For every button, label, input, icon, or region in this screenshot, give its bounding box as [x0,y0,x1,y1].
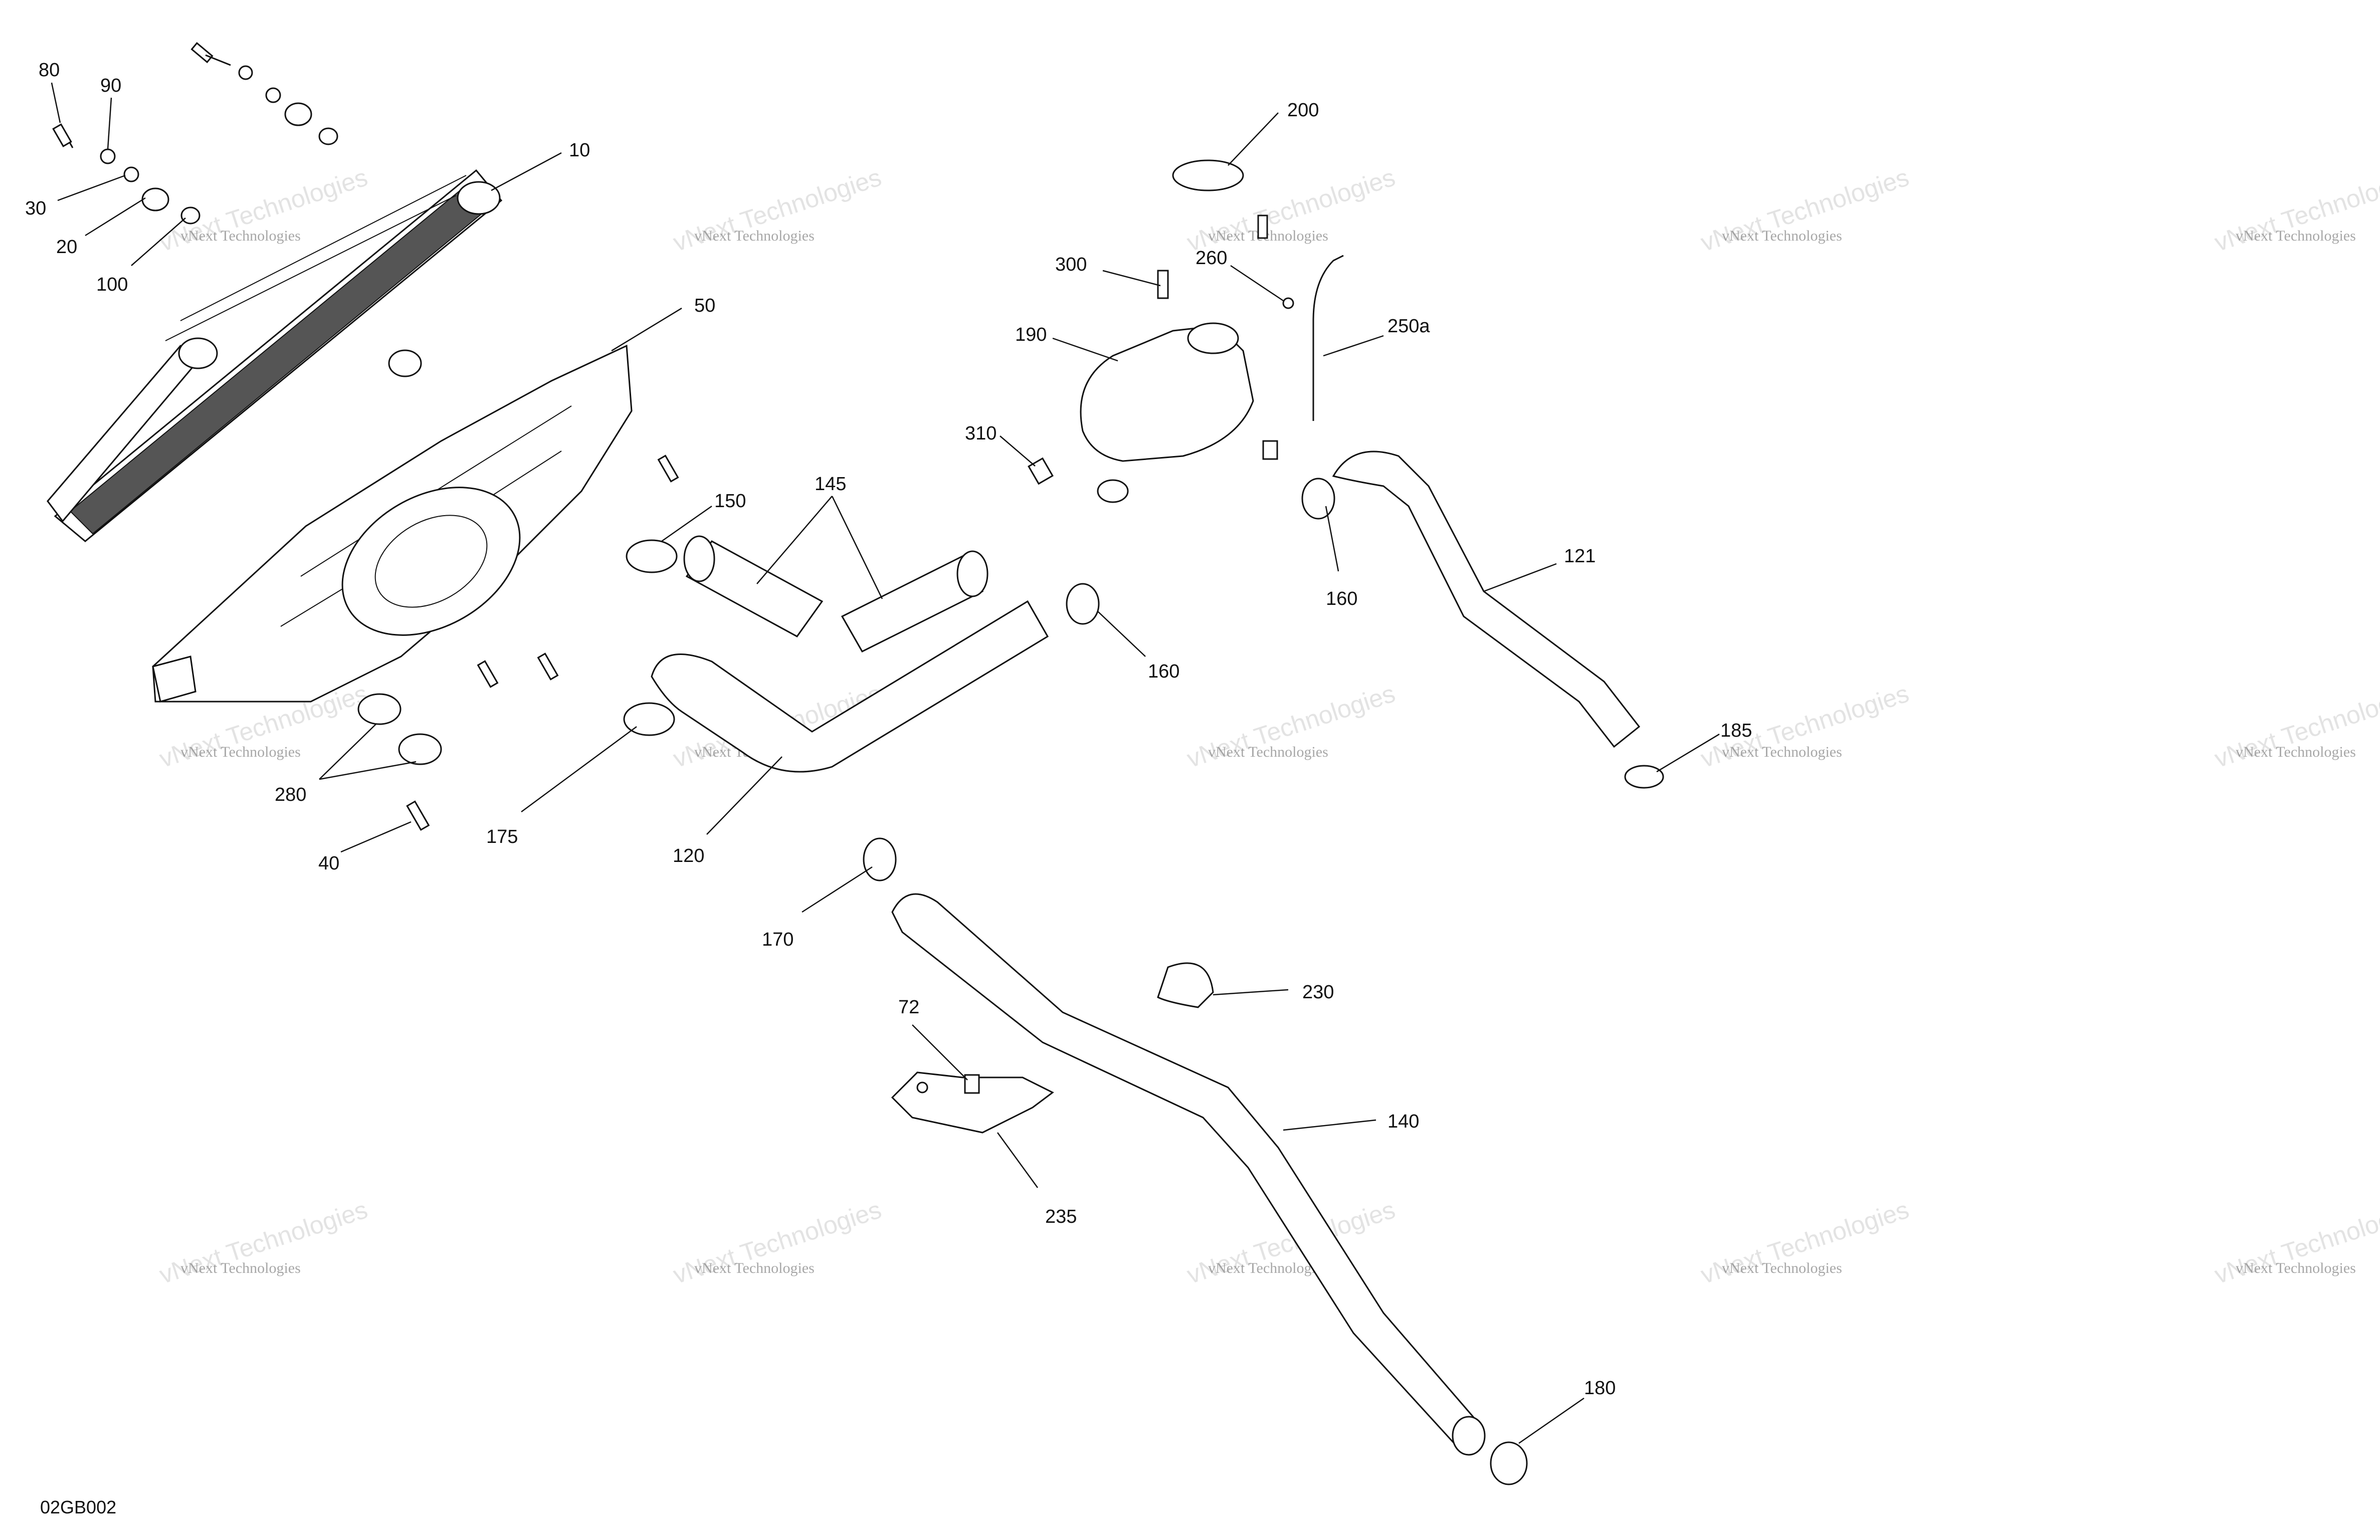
watermark-small-text: vNext Technologies [1722,744,1842,760]
fan-shroud-part [152,344,633,703]
callout-150: 150 [714,491,746,512]
callout-190: 190 [1015,324,1047,345]
callout-labels: 80 90 30 20 100 10 50 150 145 160 160 28… [25,60,1752,1399]
hose-140 [891,893,1486,1456]
watermark-small-text: vNext Technologies [1208,228,1328,244]
watermark-small-text: vNext Technologies [694,1260,815,1276]
watermark-small-text: vNext Technologies [1722,228,1842,244]
callout-80: 80 [39,60,60,81]
callout-170: 170 [762,929,794,950]
callout-200: 200 [1287,100,1319,121]
callout-310: 310 [965,423,997,444]
callout-230: 230 [1302,982,1334,1003]
callout-185: 185 [1720,720,1752,741]
callout-72: 72 [898,997,919,1018]
callout-10: 10 [569,140,590,161]
hose-120 [651,600,1049,773]
grommets-and-bolts [357,455,679,831]
bracket-235 [891,1071,1054,1134]
callout-250a: 250a [1387,316,1430,337]
callout-20: 20 [56,237,77,258]
callout-180: 180 [1584,1378,1616,1399]
callout-50: 50 [694,295,715,316]
watermark-small-text: vNext Technologies [1722,1260,1842,1276]
watermark-small-text: vNext Technologies [180,1260,301,1276]
hose-145-pair [683,535,988,652]
callout-30: 30 [25,198,46,219]
watermark-small-text: vNext Technologies [180,228,301,244]
callout-160-left: 160 [1148,661,1179,682]
callout-175: 175 [486,826,518,847]
clamps-170-230-180 [863,837,1528,1485]
callout-121: 121 [1564,546,1596,567]
callout-90: 90 [100,75,121,96]
callout-40: 40 [318,853,339,874]
callout-300: 300 [1055,254,1087,275]
callout-120: 120 [673,845,704,866]
callout-145: 145 [815,474,846,495]
callout-235: 235 [1045,1206,1077,1227]
radiator-part [47,169,503,542]
callout-260: 260 [1196,248,1227,269]
watermark-small-text: vNext Technologies [2236,744,2356,760]
watermark-small-text: vNext Technologies [1208,744,1328,760]
hardware-bolts-top-left [52,42,338,225]
diagram-code: 02GB002 [40,1497,116,1517]
coolant-reservoir [1028,159,1344,503]
hose-121 [1332,451,1664,789]
watermark-small-text: vNext Technologies [694,228,815,244]
callout-100: 100 [96,274,128,295]
leader-lines [51,82,1720,1444]
watermark-small-text: vNext Technologies [2236,228,2356,244]
callout-280: 280 [275,784,306,805]
callout-140: 140 [1387,1111,1419,1132]
callout-160-right: 160 [1326,588,1357,609]
watermark-small-text: vNext Technologies [2236,1260,2356,1276]
watermark-small-text: vNext Technologies [180,744,301,760]
